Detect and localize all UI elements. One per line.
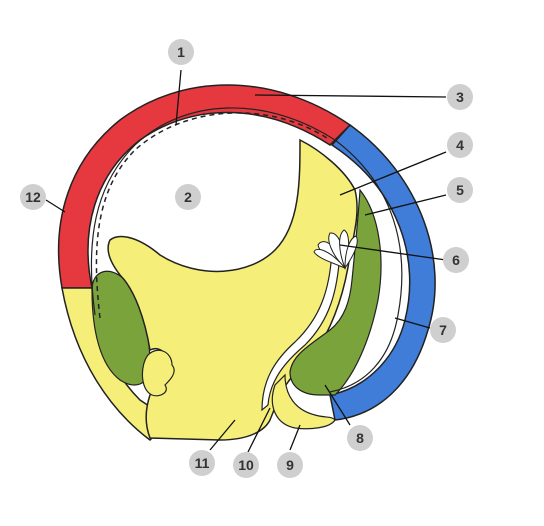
- fan-structure: [313, 229, 358, 270]
- label-badge-circle: [233, 452, 259, 478]
- leader-lines: [45, 69, 447, 453]
- white-canal: [261, 249, 341, 412]
- label-badge-text: 8: [356, 430, 364, 446]
- leader-7: [394, 317, 431, 329]
- label-badge-circle: [20, 184, 46, 210]
- leader-11: [209, 419, 236, 451]
- label-badge-circle: [447, 132, 473, 158]
- label-badge-3: 3: [447, 84, 473, 110]
- yellow-knob: [141, 349, 175, 397]
- label-badge-circle: [443, 247, 469, 273]
- green-right-tissue: [289, 188, 382, 396]
- leader-6: [339, 244, 447, 261]
- label-badge-1: 1: [168, 39, 194, 65]
- label-badge-text: 3: [456, 89, 464, 105]
- label-badge-circle: [189, 450, 215, 476]
- label-badge-text: 11: [195, 455, 210, 471]
- leader-10: [247, 407, 271, 453]
- leader-8: [324, 384, 351, 426]
- label-badge-7: 7: [430, 317, 456, 343]
- label-badge-8: 8: [347, 425, 373, 451]
- yellow-rim-right: [271, 373, 336, 430]
- label-badge-text: 7: [439, 322, 447, 338]
- label-badge-5: 5: [447, 177, 473, 203]
- label-badge-circle: [168, 39, 194, 65]
- leader-4: [339, 151, 447, 196]
- label-badge-11: 11: [189, 450, 215, 476]
- leader-9: [289, 424, 301, 451]
- label-badge-2: 2: [175, 184, 201, 210]
- leader-12: [45, 199, 66, 213]
- label-badge-12: 12: [20, 184, 46, 210]
- label-badge-circle: [277, 452, 303, 478]
- label-badge-10: 10: [233, 452, 259, 478]
- label-badge-9: 9: [277, 452, 303, 478]
- label-badge-circle: [347, 425, 373, 451]
- label-badge-text: 10: [238, 457, 254, 473]
- leader-5: [364, 194, 447, 216]
- label-badge-circle: [447, 177, 473, 203]
- label-badge-circle: [175, 184, 201, 210]
- label-badge-6: 6: [443, 247, 469, 273]
- inner-boundary-red: [90, 107, 336, 316]
- label-badge-circle: [430, 317, 456, 343]
- label-badge-text: 4: [456, 137, 464, 153]
- label-badge-circle: [447, 84, 473, 110]
- leader-1: [175, 69, 182, 126]
- label-badge-4: 4: [447, 132, 473, 158]
- leader-3: [254, 94, 447, 98]
- label-badge-text: 6: [452, 252, 460, 268]
- label-badge-text: 5: [456, 182, 464, 198]
- label-badge-text: 1: [177, 44, 185, 60]
- label-badge-text: 2: [184, 189, 192, 205]
- inner-boundary-blue: [329, 139, 403, 393]
- label-badge-text: 9: [286, 457, 294, 473]
- label-badge-text: 12: [25, 189, 41, 205]
